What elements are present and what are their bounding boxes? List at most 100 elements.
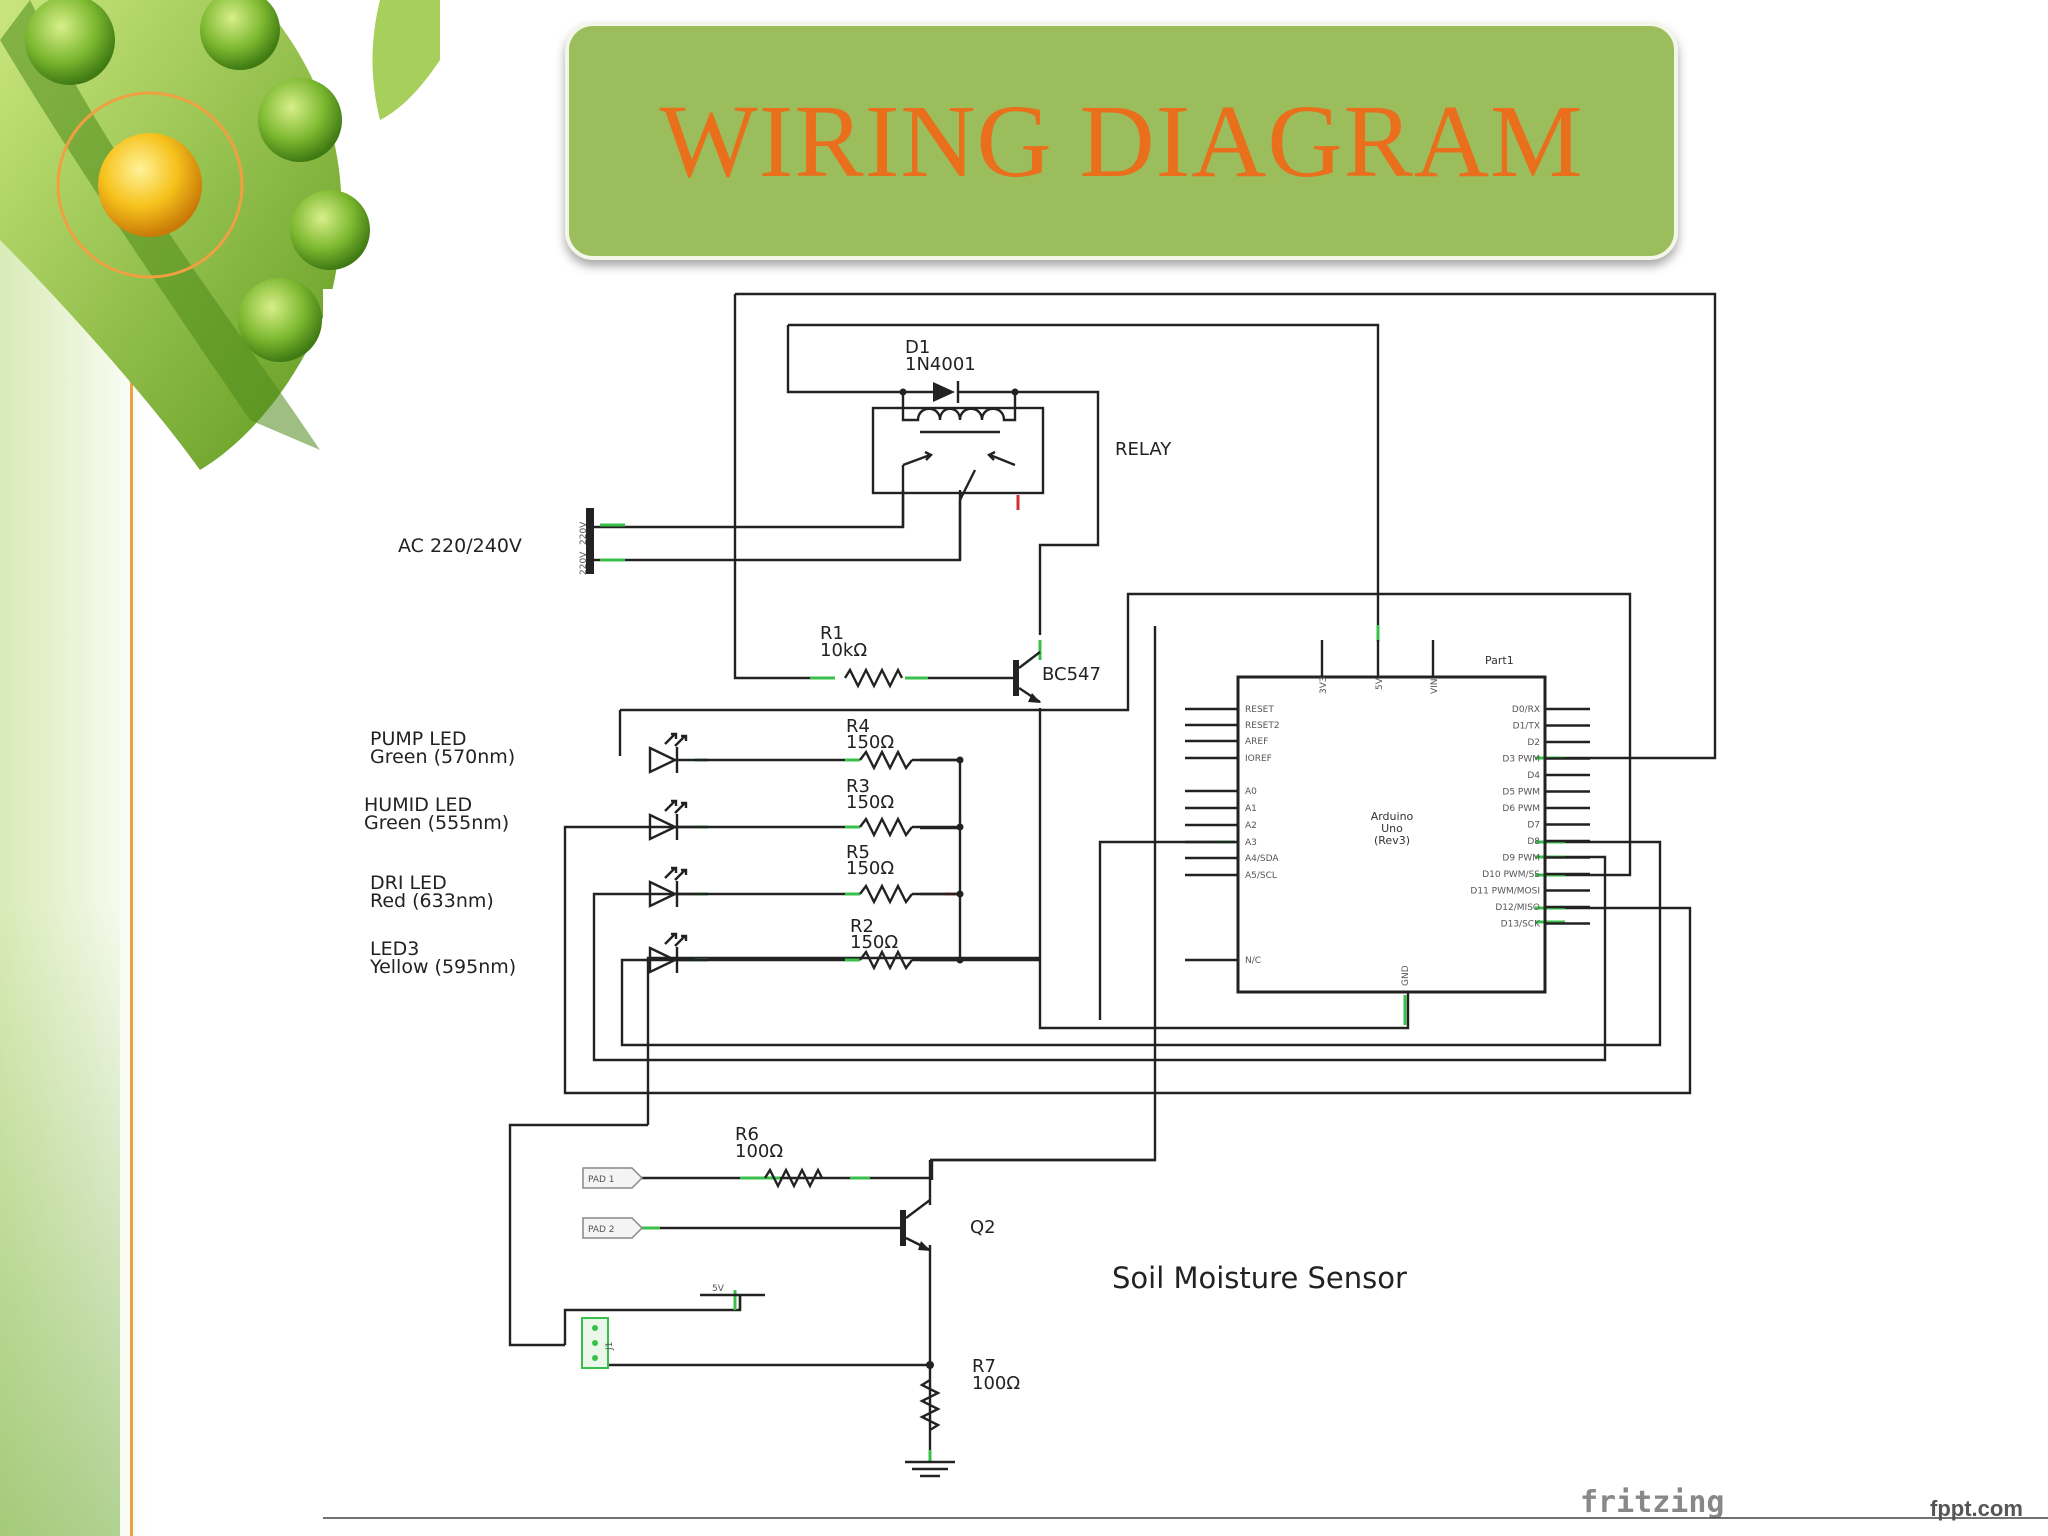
arduino-left-pin-label: A4/SDA [1245, 854, 1279, 864]
r2-ref: R2 [850, 916, 874, 937]
arduino-left-pin-label: A0 [1245, 787, 1257, 797]
r7-ref: R7 [972, 1356, 996, 1377]
arduino-left-pin-label: AREF [1245, 737, 1268, 747]
led-name-0: PUMP LED [370, 728, 466, 750]
r4-ref: R4 [846, 716, 870, 737]
resistor-r6 [763, 1167, 824, 1189]
ac-pin-bottom: 220V [579, 551, 589, 575]
fppt-brand: fppt.com [1930, 1496, 2023, 1521]
pea-pod-image [0, 0, 440, 470]
arduino-right-pin-label: D11 PWM/MOSI [1470, 887, 1540, 897]
led-resistor [859, 883, 913, 905]
arduino-left-pin-label: A3 [1245, 838, 1257, 848]
r2-value: 150Ω [850, 932, 898, 953]
led-symbol [648, 880, 678, 908]
led-name-1: HUMID LED [364, 794, 472, 816]
pad-2-label: PAD 2 [588, 1225, 615, 1235]
connector-j1 [581, 1317, 609, 1369]
led-ray [674, 868, 688, 881]
wiring-schematic: D1 1N4001 RELAY AC 220/240V 220V [323, 292, 2048, 1520]
r1-value: 10kΩ [820, 640, 867, 661]
r5-value: 150Ω [846, 858, 894, 879]
arduino-right-pin-label: D2 [1527, 738, 1540, 748]
decorative-orange-line [130, 290, 133, 1536]
pad-1-label: PAD 1 [588, 1175, 615, 1185]
arduino-left-pin-label: RESET [1245, 705, 1274, 715]
arduino-name-1: Arduino [1371, 810, 1414, 823]
relay [871, 392, 1045, 560]
d1-part: 1N4001 [905, 354, 976, 375]
ac-pin-top: 220V [579, 521, 589, 545]
led-ray [674, 734, 688, 747]
schematic-wires [508, 292, 1717, 1460]
led-ray [674, 801, 688, 814]
left-band-shade [0, 900, 120, 1536]
arduino-right-pin-label: D0/RX [1512, 705, 1540, 715]
arduino-right-pin-label: D10 PWM/SS [1482, 870, 1540, 880]
led-resistor-group [648, 732, 964, 974]
pad-2 [582, 1217, 644, 1239]
supply-label: 5V [712, 1284, 725, 1294]
junction-dot [956, 956, 964, 964]
led-color-2: Red (633nm) [370, 890, 494, 912]
arduino-right-pin-label: D4 [1527, 771, 1540, 781]
arduino-right-pin-label: D12/MISO [1495, 903, 1540, 913]
r4-value: 150Ω [846, 732, 894, 753]
arduino-right-pin-label: D3 PWM [1502, 755, 1540, 765]
led-symbol [648, 813, 678, 841]
arduino-pin-vin: VIN [1430, 678, 1440, 694]
junction-dot [956, 823, 964, 831]
diode-d1 [899, 381, 1019, 403]
arduino-name-2: Uno [1381, 822, 1403, 835]
led-name-2: DRI LED [370, 872, 447, 894]
junction-dot [956, 890, 964, 898]
led-resistor [859, 949, 913, 971]
resistor-r7 [919, 1378, 941, 1432]
arduino-left-pin-label: N/C [1245, 956, 1261, 966]
sensor-caption: Soil Moisture Sensor [1112, 1261, 1407, 1295]
led-ray [664, 866, 678, 879]
arduino-right-pin-label: D9 PWM [1502, 854, 1540, 864]
q1-label: BC547 [1042, 664, 1101, 685]
r3-value: 150Ω [846, 792, 894, 813]
supply-5v [700, 1293, 765, 1310]
ac-source-label: AC 220/240V [398, 535, 522, 557]
q2-label: Q2 [970, 1217, 996, 1238]
led-resistor [859, 749, 913, 771]
r5-ref: R5 [846, 842, 870, 863]
led-symbol [648, 746, 678, 774]
arduino-right-pin-label: D13/SCK [1501, 920, 1541, 930]
arduino-pin-5v: 5V [1375, 677, 1385, 690]
d1-ref: D1 [905, 337, 930, 358]
arduino-right-pin-label: D8 [1527, 837, 1540, 847]
resistor-r1 [843, 667, 904, 689]
led-ray [664, 732, 678, 745]
transistor-q2 [900, 1199, 931, 1252]
led-symbol [648, 946, 678, 974]
r3-ref: R3 [846, 776, 870, 797]
fritzing-brand: fritzing [1580, 1485, 1725, 1520]
arduino-right-pin-label: D6 PWM [1502, 804, 1540, 814]
relay-label: RELAY [1115, 439, 1172, 460]
led-ray [664, 932, 678, 945]
led-name-3: LED3 [370, 938, 419, 960]
arduino-name-3: (Rev3) [1374, 834, 1410, 847]
arduino-uno: RESETRESET2AREFIOREFA0A1A2A3A4/SDAA5/SCL… [1185, 640, 1590, 994]
led-color-0: Green (570nm) [370, 746, 515, 768]
pad-1 [582, 1167, 644, 1189]
led-ray [664, 799, 678, 812]
junction-dot [926, 1361, 934, 1369]
led-color-1: Green (555nm) [364, 812, 509, 834]
arduino-left-pin-label: A1 [1245, 804, 1257, 814]
transistor-bc547 [1013, 651, 1041, 703]
arduino-right-pin-label: D7 [1527, 821, 1540, 831]
r6-value: 100Ω [735, 1141, 783, 1162]
arduino-left-pin-label: A2 [1245, 821, 1257, 831]
arduino-left-pins: RESETRESET2AREFIOREFA0A1A2A3A4/SDAA5/SCL… [1185, 705, 1280, 966]
slide-title: WIRING DIAGRAM [659, 83, 1584, 199]
title-banner: WIRING DIAGRAM [565, 22, 1678, 260]
junction-dot [956, 756, 964, 764]
arduino-left-pin-label: IOREF [1245, 754, 1272, 764]
